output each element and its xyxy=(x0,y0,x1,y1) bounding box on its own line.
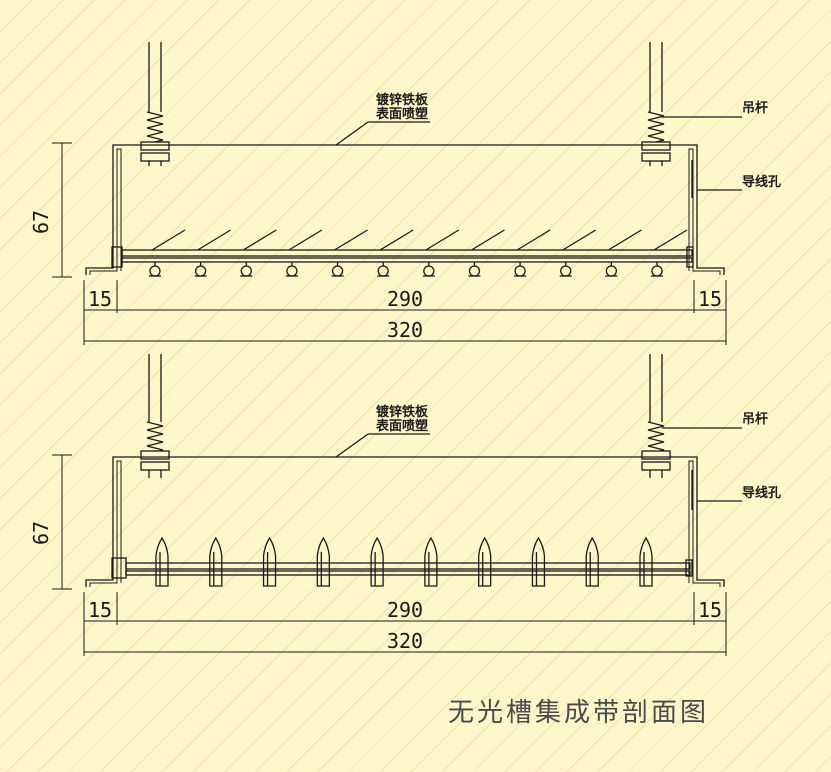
height-dimension: 67 xyxy=(29,210,53,234)
bullet-fixture xyxy=(585,536,599,587)
total-dimension: 320 xyxy=(387,629,423,653)
clip-fixture xyxy=(514,229,551,277)
channel-outline xyxy=(85,144,725,275)
drawing-caption: 无光槽集成带剖面图 xyxy=(448,698,710,728)
bullet-fixture xyxy=(209,536,223,587)
bullet-fixture xyxy=(262,536,277,587)
section-top-text: 镀锌铁板 表面喷塑 吊杆 导线孔 67 15 290 15 320 xyxy=(29,92,781,342)
plate-material-label: 镀锌铁板 xyxy=(376,92,429,108)
clip-fixture xyxy=(468,229,505,277)
bullet-fixture xyxy=(478,536,492,587)
clip-fixture xyxy=(194,229,231,277)
bullet-fixture xyxy=(155,536,169,587)
bullet-fixture xyxy=(316,536,330,587)
total-dimension: 320 xyxy=(387,318,423,342)
left-flange-dimension: 15 xyxy=(88,287,112,311)
fixture-row xyxy=(149,229,688,277)
clip-fixture xyxy=(377,229,414,277)
clip-fixture xyxy=(149,229,186,277)
clip-fixture xyxy=(285,229,323,277)
fixture-row xyxy=(155,536,653,587)
hanging-rod-right xyxy=(641,354,671,478)
right-flange-dimension: 15 xyxy=(698,598,722,622)
clip-fixture xyxy=(240,229,277,277)
bullet-fixture xyxy=(639,536,653,587)
clip-fixture xyxy=(331,229,368,277)
plate-finish-label: 表面喷塑 xyxy=(375,418,428,434)
middle-dimension: 290 xyxy=(387,598,423,622)
bullet-fixture xyxy=(370,536,384,587)
clip-fixture xyxy=(605,229,642,277)
dimension-lines xyxy=(52,142,727,345)
dimension-lines xyxy=(52,454,727,656)
bullet-fixture xyxy=(531,536,546,587)
height-dimension: 67 xyxy=(29,521,53,545)
hanging-rod-right xyxy=(641,42,671,166)
plate-material-label: 镀锌铁板 xyxy=(376,404,429,420)
right-flange-dimension: 15 xyxy=(698,287,722,311)
bullet-fixture xyxy=(424,536,438,587)
clip-fixture xyxy=(422,229,460,277)
channel-outline xyxy=(85,456,725,587)
section-bottom xyxy=(52,354,742,656)
rod-label: 吊杆 xyxy=(742,100,768,116)
section-top xyxy=(52,42,742,345)
hanging-rod-left xyxy=(140,354,170,478)
hanging-rod-left xyxy=(140,42,170,166)
clip-fixture xyxy=(651,229,688,277)
light-rail xyxy=(111,557,693,579)
plate-finish-label: 表面喷塑 xyxy=(375,106,428,122)
wire-hole-label: 导线孔 xyxy=(742,485,781,501)
middle-dimension: 290 xyxy=(387,287,423,311)
rod-label: 吊杆 xyxy=(742,411,768,427)
section-bottom-text: 镀锌铁板 表面喷塑 吊杆 导线孔 67 15 290 15 320 xyxy=(29,404,781,653)
clip-fixture xyxy=(559,229,597,277)
wire-hole-label: 导线孔 xyxy=(742,174,781,190)
left-flange-dimension: 15 xyxy=(88,598,112,622)
light-rail xyxy=(111,246,694,268)
